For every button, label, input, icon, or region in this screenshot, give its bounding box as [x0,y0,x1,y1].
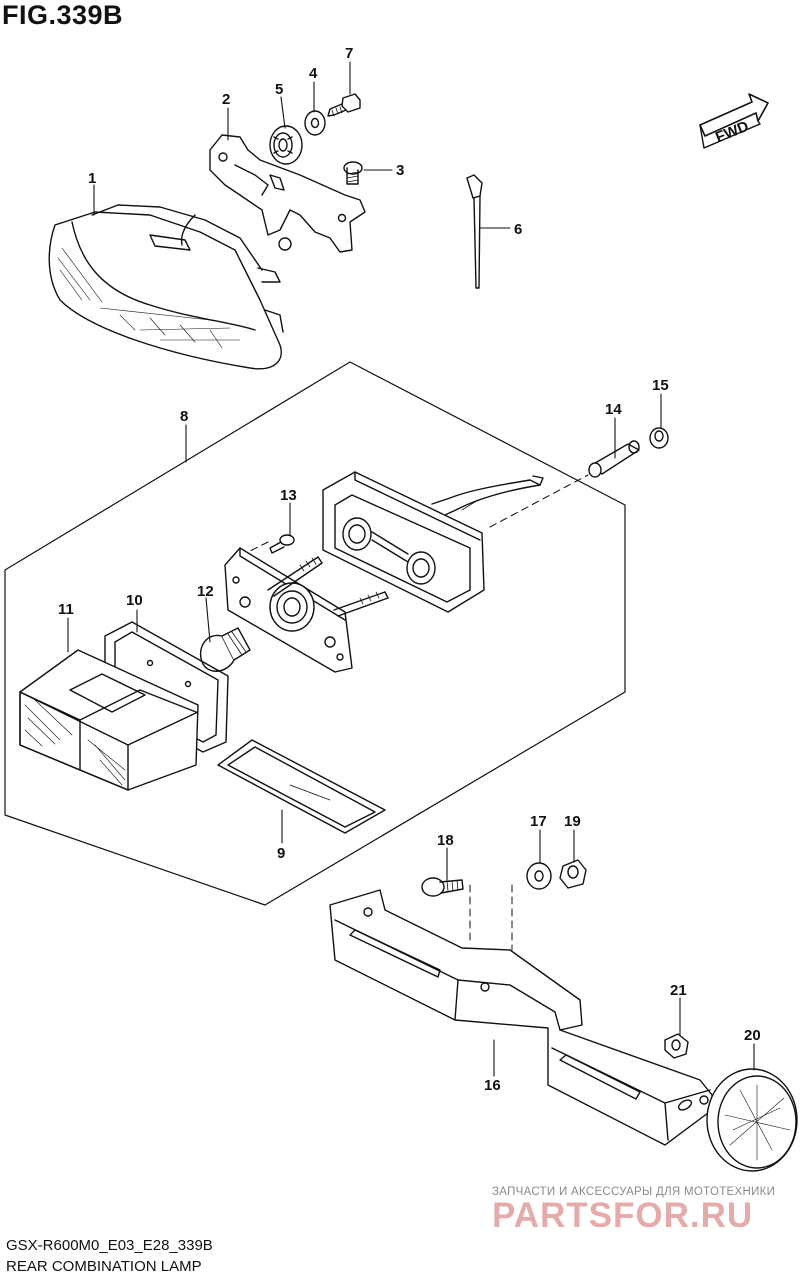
callout-5: 5 [275,81,283,98]
figure-code: GSX-R600M0_E03_E28_339B [6,1237,213,1254]
callout-7: 7 [345,45,353,62]
callout-14: 14 [605,401,622,418]
pad-part [217,739,386,834]
callout-1: 1 [88,170,96,187]
callout-13: 13 [280,487,297,504]
callout-19: 19 [564,813,581,830]
callout-6: 6 [514,221,522,238]
grommet-part [269,125,303,165]
callout-16: 16 [484,1077,501,1094]
bulb-part [199,627,251,672]
nut-19-part [559,859,587,889]
lamp-bracket-part [209,134,366,253]
leader-lines [67,61,755,1077]
callout-21: 21 [670,982,687,999]
washer-part [304,110,326,136]
socket-plate-part [224,547,389,673]
callout-2: 2 [222,91,230,108]
alignment-lines [231,474,589,951]
lens-part [19,649,199,791]
figure-title: FIG.339B [2,0,124,30]
nut-21-part [664,1033,689,1059]
callout-20: 20 [744,1027,761,1044]
callout-10: 10 [126,592,143,609]
collar-part [588,440,640,478]
callout-17: 17 [530,813,547,830]
callout-numbers: 1 2 5 4 7 3 6 8 13 12 10 11 14 15 9 18 1… [58,45,761,1094]
watermark-tagline: ЗАПЧАСТИ И АКСЕССУАРЫ ДЛЯ МОТОТЕХНИКИ [492,1186,776,1198]
plate-bracket-part [329,889,713,1146]
callout-3: 3 [396,162,404,179]
assembly-frame [4,361,626,906]
figure-caption: REAR COMBINATION LAMP [6,1258,202,1275]
nut-15-part [649,427,669,449]
callout-18: 18 [437,832,454,849]
washer-17-part [526,862,552,890]
screw-13-part [269,534,295,554]
callout-12: 12 [197,583,214,600]
license-lamp-housing [322,471,544,613]
reflector-part [706,1068,798,1172]
fwd-arrow: FWD [699,93,769,149]
callout-15: 15 [652,377,669,394]
tail-lamp-part [48,204,284,370]
callout-8: 8 [180,408,188,425]
callout-9: 9 [277,845,285,862]
watermark-brand: PARTSFOR.RU [492,1196,754,1235]
bolt-18-part [421,877,464,897]
screw-3-part [343,161,363,185]
cable-tie-part [466,174,483,289]
screw-7-part [327,93,361,117]
callout-11: 11 [58,601,74,618]
callout-4: 4 [309,65,318,82]
